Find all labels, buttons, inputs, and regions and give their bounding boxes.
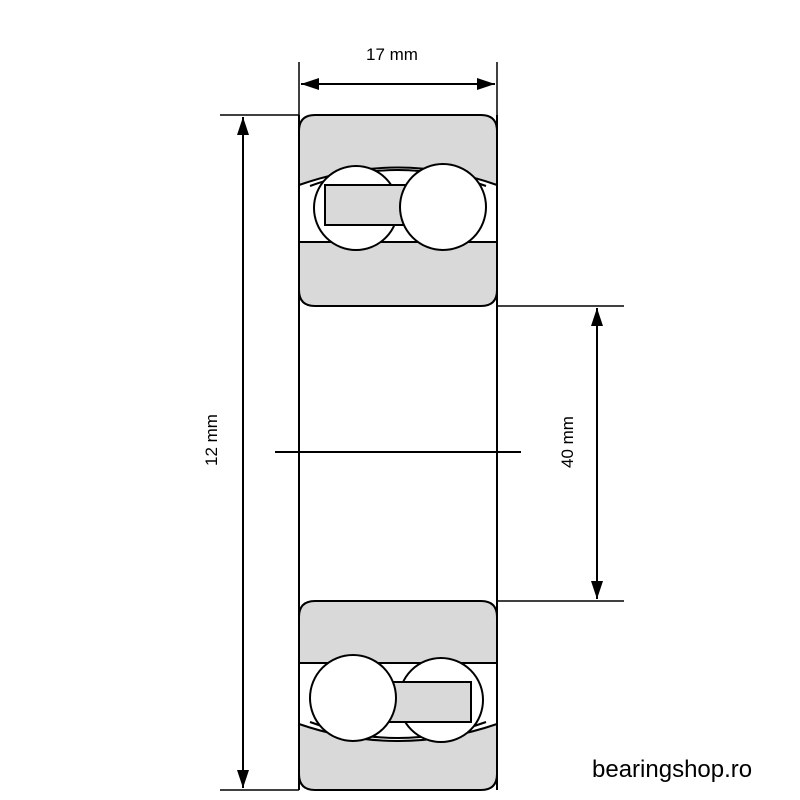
outer-diameter-dimension: 12 mm <box>202 114 299 791</box>
watermark-text: bearingshop.ro <box>592 756 753 783</box>
ball-top-right <box>399 163 487 251</box>
ball-bottom-left <box>309 654 397 742</box>
inner-ring-bottom <box>298 600 498 664</box>
width-dimension: 17 mm <box>298 45 498 115</box>
cage-top <box>324 184 411 226</box>
bottom-bearing-section <box>298 600 498 791</box>
inner-ring-top <box>298 241 498 307</box>
bore-dimension: 40 mm <box>497 305 624 602</box>
cage-bottom <box>386 681 472 723</box>
bore-label: 40 mm <box>558 416 577 468</box>
outer-diameter-label: 12 mm <box>202 414 221 466</box>
top-bearing-section <box>298 114 498 307</box>
width-label: 17 mm <box>366 45 418 64</box>
